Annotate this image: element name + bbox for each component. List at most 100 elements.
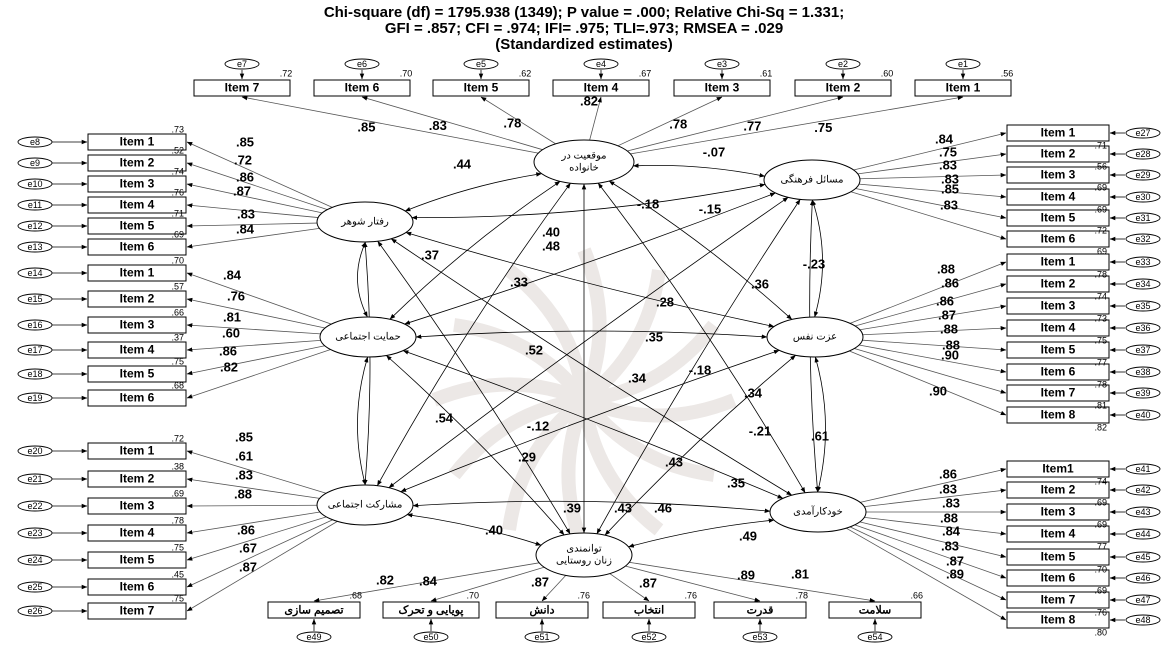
error-e16-label: e16 [27,320,42,330]
r2-label: .68 [171,380,184,390]
indicator-partic-6 [87,602,187,620]
error-e39-label: e39 [1135,388,1150,398]
loading-path [186,450,327,494]
loading-path [859,172,1007,180]
r2-label: .69 [1094,182,1107,192]
r2-label: .80 [1094,627,1107,637]
indicator-support-2 [87,316,187,334]
error-e3 [704,58,740,70]
error-e18 [17,368,53,380]
indicator-husband-1 [87,154,187,172]
loading-label: .89 [946,566,964,581]
cov-path [628,518,775,548]
loading-label: .85 [357,119,375,134]
loading-label: .87 [233,183,251,198]
error-e53-label: e53 [752,632,767,642]
loading-label: .81 [791,566,809,581]
loading-label: .86 [237,522,255,537]
error-e33 [1125,256,1161,268]
indicator-partic-3 [87,524,187,542]
indicator-bottom-5-label: سلامت [859,604,891,616]
r2-label: .75 [171,542,184,552]
covariance-label: .61 [811,428,829,443]
error-e10 [17,178,53,190]
r2-label: .73 [1094,313,1107,323]
r2-label: .77 [1094,541,1107,551]
error-e42-label: e42 [1135,485,1150,495]
loading-label: .82 [376,572,394,587]
indicator-husband-5 [87,238,187,256]
loading-path [186,516,327,561]
error-e30-label: e30 [1135,192,1150,202]
loading-path [186,203,319,218]
covariance-label: .44 [453,156,472,171]
indicator-partic-3-label: Item 4 [120,526,155,540]
indicator-esteem-6 [1006,384,1110,402]
covariance-label: .35 [727,475,745,490]
covariance-label: .34 [628,370,647,385]
indicator-husband-2 [87,175,187,193]
loading-label: .86 [936,293,954,308]
error-e50-label: e50 [423,632,438,642]
error-e13 [17,241,53,253]
covariance-label: -.07 [703,144,725,159]
loading-path [859,521,1007,558]
loading-label: .83 [429,118,447,133]
error-e49 [296,631,332,643]
indicator-self-4 [1006,548,1110,566]
error-e38 [1125,366,1161,378]
loading-path [854,524,1007,579]
latent-factor-husband [316,201,414,243]
indicator-support-0-label: Item 1 [120,266,155,280]
latent-label-center: موقعیت در [560,151,606,162]
indicator-top-0-label: Item 7 [225,81,260,95]
loading-path [186,503,318,509]
indicator-partic-6-label: Item 7 [120,604,155,618]
error-e15 [17,293,53,305]
error-e42 [1125,484,1161,496]
r2-label: .69 [1094,519,1107,529]
error-e48-label: e48 [1135,615,1150,625]
error-e8-label: e8 [30,137,40,147]
error-e25-label: e25 [27,582,42,592]
latent-factor-esteem [766,316,864,358]
r2-label: .82 [1094,422,1107,432]
indicator-esteem-4-label: Item 5 [1041,343,1076,357]
r2-label: .57 [171,281,184,291]
indicator-support-2-label: Item 3 [120,318,155,332]
indicator-culture-5-label: Item 6 [1041,232,1076,246]
error-e45 [1125,551,1161,563]
loading-label: .61 [235,448,253,463]
loading-path [849,350,1007,416]
error-e16 [17,319,53,331]
loading-path [858,344,1007,374]
indicator-culture-2-label: Item 3 [1041,168,1076,182]
indicator-self-6-label: Item 7 [1041,593,1076,607]
indicator-self-1 [1006,481,1110,499]
error-e44-label: e44 [1135,529,1150,539]
loading-label: .83 [939,481,957,496]
covariance-label: .29 [518,449,536,464]
error-e1 [945,58,981,70]
indicator-partic-5 [87,578,187,596]
covariance-label: -.23 [803,256,825,271]
error-e46 [1125,572,1161,584]
indicator-support-5-label: Item 6 [120,391,155,405]
loading-label: .75 [939,144,957,159]
error-e29 [1125,169,1161,181]
loading-path [849,526,1007,601]
indicator-esteem-3-label: Item 4 [1041,321,1076,335]
loading-label: .77 [743,119,761,134]
indicator-self-5 [1006,569,1110,587]
watermark-petal [561,397,591,553]
indicator-culture-3-label: Item 4 [1041,190,1076,204]
indicator-bottom-3-label: انتخاب [634,604,664,616]
latent-label-support: حمایت اجتماعی [335,332,401,343]
loading-label: .83 [942,495,960,510]
watermark-petal [577,247,607,403]
error-e51 [524,631,560,643]
loading-path [186,297,326,329]
indicator-top-6 [914,79,1012,97]
loading-path [186,345,325,376]
indicator-esteem-7 [1006,406,1110,424]
